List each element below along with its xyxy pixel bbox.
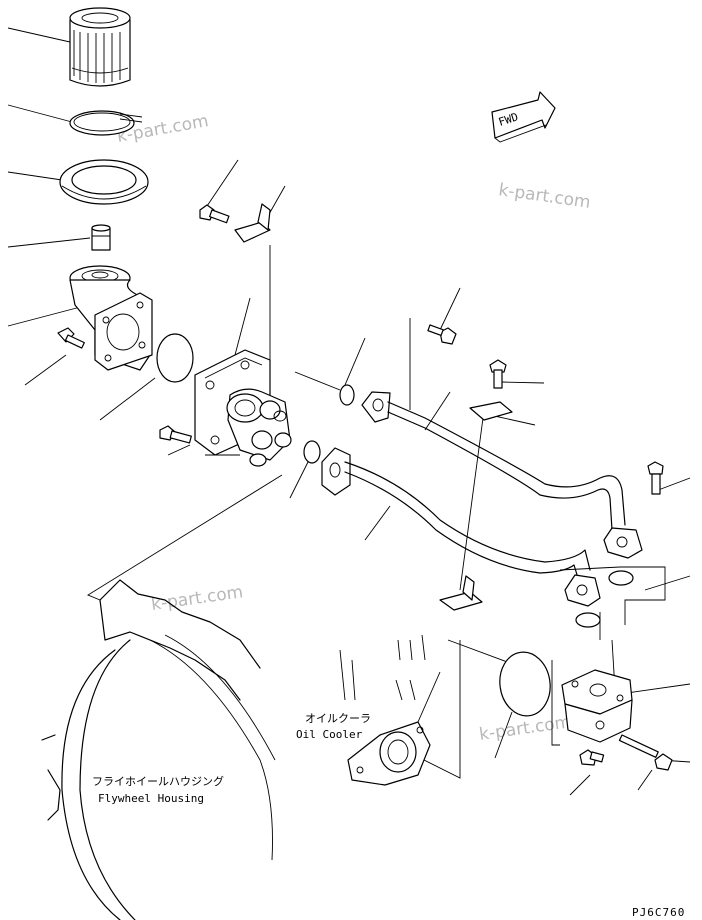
bolt xyxy=(57,327,85,349)
clamp xyxy=(439,401,513,611)
flywheel-housing xyxy=(41,579,276,920)
oil-cooler-label-en: Oil Cooler xyxy=(296,728,363,741)
o-ring xyxy=(69,110,143,136)
pipe-lower xyxy=(321,447,601,607)
nipple xyxy=(91,224,111,251)
bolt xyxy=(427,324,457,345)
watermark: k-part.com xyxy=(497,180,591,213)
gasket xyxy=(575,612,601,628)
connector-block xyxy=(561,669,633,743)
gasket xyxy=(156,333,194,383)
drawing-code: PJ6C760 xyxy=(632,906,685,919)
pipe-upper xyxy=(361,391,643,559)
fwd-arrow-text: FWD xyxy=(497,110,520,129)
watermark: k-part.com xyxy=(478,712,572,745)
oil-cooler-label-jp: オイルクーラ xyxy=(305,712,371,725)
bolt xyxy=(647,461,664,495)
o-ring xyxy=(499,651,551,717)
fwd-arrow: FWD xyxy=(491,91,556,143)
clip xyxy=(234,203,271,243)
flywheel-label-en: Flywheel Housing xyxy=(98,792,204,805)
gasket xyxy=(303,440,321,464)
oil-filter xyxy=(69,7,131,87)
flywheel-label-jp: フライホイールハウジング xyxy=(92,774,224,788)
bolt xyxy=(579,749,605,766)
adapter-ring xyxy=(59,159,149,205)
bolt xyxy=(159,425,192,444)
oil-cooler-block xyxy=(194,349,292,467)
gasket xyxy=(339,384,355,406)
bolt xyxy=(489,359,507,389)
gasket xyxy=(608,570,634,586)
filter-head xyxy=(69,265,153,371)
watermark: k-part.com xyxy=(150,582,244,615)
oil-cooler-housing xyxy=(339,634,431,786)
bolt xyxy=(618,734,673,771)
bolt xyxy=(199,204,230,224)
